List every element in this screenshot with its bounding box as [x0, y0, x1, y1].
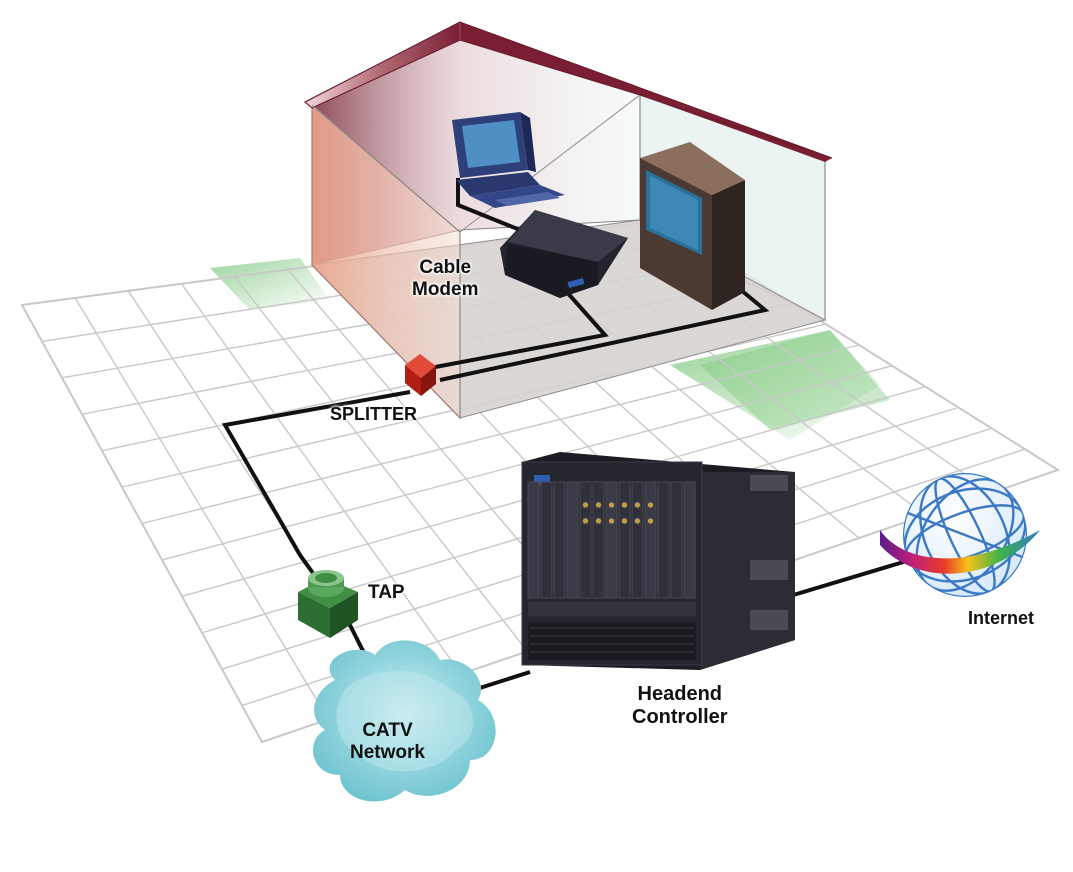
headend-card [540, 481, 553, 599]
headend-connector [608, 501, 615, 509]
cable-modem-icon [500, 210, 628, 298]
headend-connector [647, 501, 654, 509]
headend-card [618, 481, 631, 599]
headend-card [644, 481, 657, 599]
catv-label-line2: Network [350, 741, 425, 763]
splitter-icon [405, 354, 436, 396]
headend-card [592, 481, 605, 599]
splitter-label: SPLITTER [330, 404, 418, 424]
headend-chassis-icon [521, 452, 795, 670]
catv-network-label: CATV Network [350, 720, 425, 764]
cable-modem-label: Cable Modem [412, 257, 479, 301]
lawn-right [670, 330, 880, 440]
headend-card [631, 481, 644, 599]
lawn-left [210, 258, 330, 310]
headend-card [566, 481, 579, 599]
headend-connector [582, 517, 589, 525]
house [304, 21, 833, 420]
television-icon [640, 142, 745, 310]
tap-label: TAP [368, 582, 405, 603]
headend-card [553, 481, 566, 599]
catv-label-line1: CATV [362, 720, 413, 741]
headend-controller-label: Headend Controller [632, 683, 728, 729]
headend-card [670, 481, 683, 599]
globe-rainbow-ring [880, 530, 1040, 574]
headend-label-line1: Headend [637, 683, 723, 705]
headend-card [605, 481, 618, 599]
cable-splitter-tap [221, 390, 411, 592]
headend-connector [634, 501, 641, 509]
headend-connector [582, 501, 589, 509]
headend-connector [595, 517, 602, 525]
cable-modem-splitter [429, 288, 609, 370]
headend-card [657, 481, 670, 599]
headend-connector [634, 517, 641, 525]
headend-connector [608, 517, 615, 525]
tap-icon [298, 570, 358, 638]
catv-cloud-icon [313, 640, 496, 802]
headend-card [683, 481, 696, 599]
cable-computer-modem [456, 178, 526, 234]
headend-connector [621, 501, 628, 509]
cable-modem-label-line1: Cable [419, 257, 472, 278]
headend-label-line2: Controller [632, 706, 728, 728]
headend-card [579, 481, 592, 599]
headend-connector [647, 517, 654, 525]
cable-tv-splitter [439, 283, 770, 382]
headend-connector [621, 517, 628, 525]
headend-connector [595, 501, 602, 509]
cable-modem-label-line2: Modem [412, 278, 479, 300]
cable-headend-internet [789, 558, 911, 598]
computer-icon [452, 112, 565, 208]
internet-label: Internet [968, 608, 1035, 628]
headend-card [527, 481, 540, 599]
